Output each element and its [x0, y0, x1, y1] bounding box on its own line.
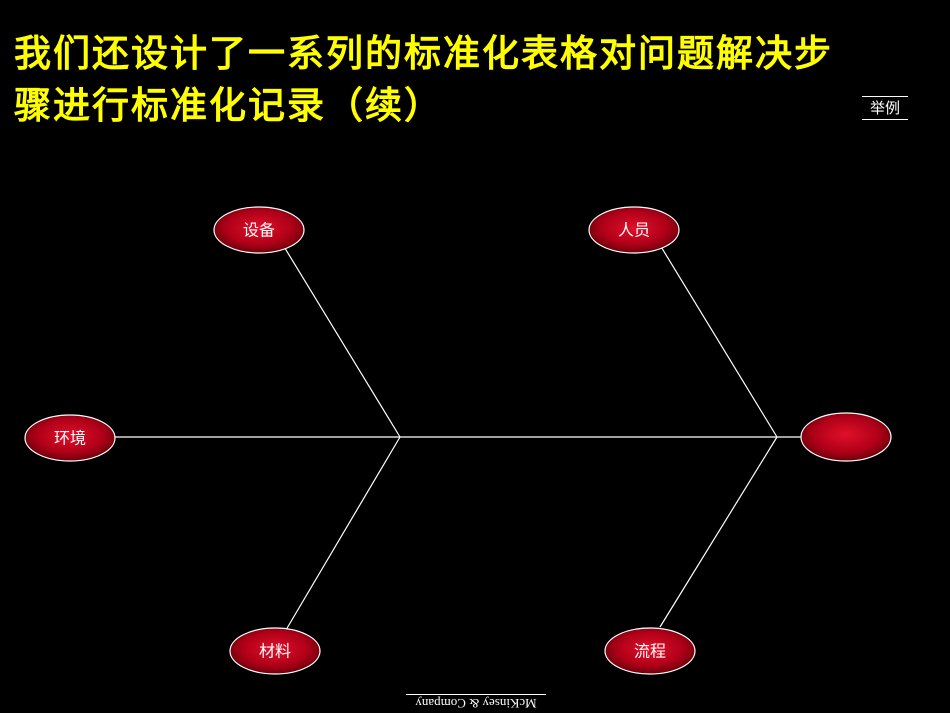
bone-people — [659, 244, 778, 438]
company-footer: McKinsey & Company — [406, 694, 546, 712]
node-process: 流程 — [604, 627, 696, 675]
node-people-label: 人员 — [618, 221, 650, 240]
bone-process — [659, 436, 778, 628]
bone-equipment — [282, 244, 401, 438]
page-title: 我们还设计了一系列的标准化表格对问题解决步 骤进行标准化记录（续） — [14, 28, 934, 132]
node-equipment: 设备 — [213, 206, 305, 254]
bone-materials — [282, 436, 401, 636]
node-equipment-label: 设备 — [243, 221, 275, 240]
node-materials-label: 材料 — [259, 642, 291, 661]
node-environment-label: 环境 — [54, 429, 86, 448]
title-line-1: 我们还设计了一系列的标准化表格对问题解决步 — [14, 32, 833, 75]
node-head — [800, 412, 892, 462]
node-process-label: 流程 — [634, 642, 666, 661]
example-tag: 举例 — [862, 96, 908, 120]
node-materials: 材料 — [229, 627, 321, 675]
title-line-2: 骤进行标准化记录（续） — [14, 84, 443, 127]
node-environment: 环境 — [24, 414, 116, 462]
node-people: 人员 — [588, 206, 680, 254]
